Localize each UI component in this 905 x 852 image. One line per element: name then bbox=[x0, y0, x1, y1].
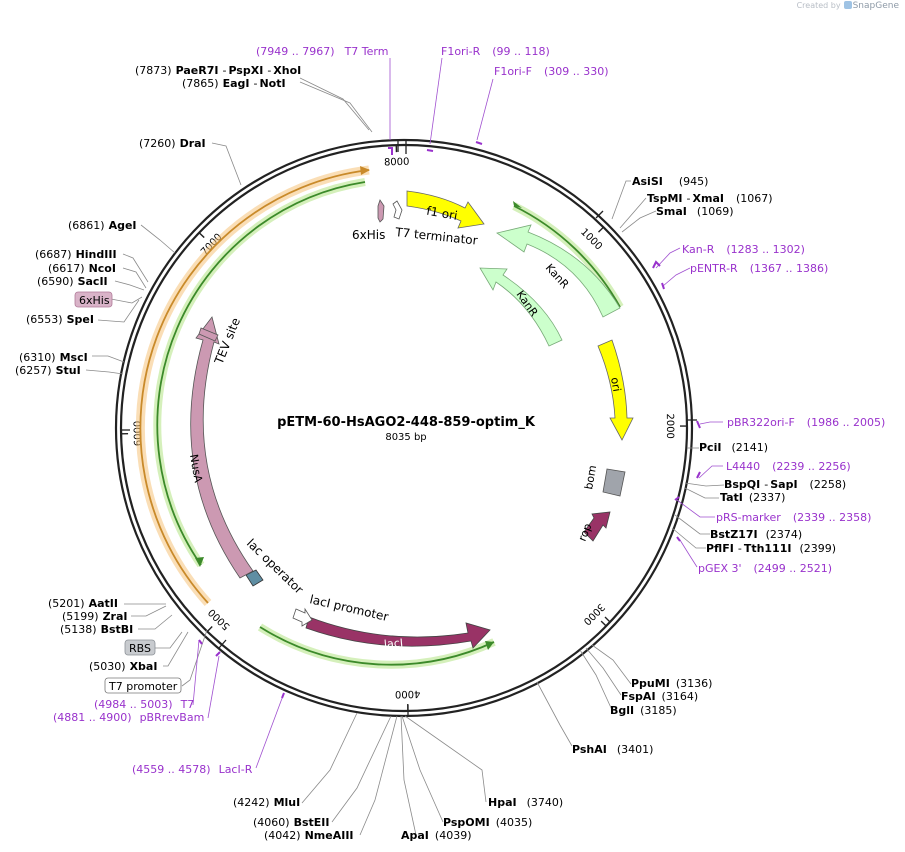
plasmid-length: 8035 bp bbox=[385, 432, 426, 443]
tick-mark bbox=[198, 232, 205, 239]
his-tag-box bbox=[74, 291, 113, 308]
tick-mark bbox=[597, 226, 604, 233]
lac-operator-label: lac operator bbox=[244, 536, 306, 597]
enzyme-label: (5138)BstBI bbox=[60, 623, 133, 636]
primer-label: (4559 .. 4578)LacI-R bbox=[132, 763, 253, 776]
map-center: pETM-60-HsAGO2-448-859-optim_K 8035 bp bbox=[277, 415, 536, 443]
t7-terminator-marker bbox=[392, 200, 403, 220]
enzyme-label: (6861)AgeI bbox=[68, 219, 137, 232]
enzyme-site-ticks bbox=[120, 140, 697, 716]
enzyme-label: (7260)DraI bbox=[139, 137, 206, 150]
enzyme-label: (4060)BstEII bbox=[253, 816, 329, 829]
primer-label: (7949 .. 7967)T7 Term bbox=[256, 45, 388, 58]
enzyme-label: (6553)SpeI bbox=[26, 313, 94, 326]
plasmid-backbone bbox=[114, 138, 694, 718]
enzyme-labels: (7873)PaeR7I-PspXI-XhoI (7865)EagI-NotI … bbox=[15, 64, 846, 842]
enzyme-label: PflFI-Tth111I(2399) bbox=[706, 542, 836, 555]
kanr-arrow-2 bbox=[479, 267, 563, 347]
primer-label: pBR322ori-F(1986 .. 2005) bbox=[727, 416, 885, 429]
enzyme-label: (5030)XbaI bbox=[89, 660, 157, 673]
enzyme-label: BglI(3185) bbox=[610, 704, 677, 717]
t7-promoter-box-label: T7 promoter bbox=[108, 680, 178, 693]
f1-ori-label: f1 ori bbox=[425, 204, 458, 223]
laci-promoter-label: lacI promoter bbox=[308, 592, 389, 624]
rbs-box bbox=[124, 639, 156, 656]
tick-label: 4000 bbox=[395, 688, 421, 699]
rbs-box-label: RBS bbox=[129, 642, 151, 655]
enzyme-label: ApaI(4039) bbox=[401, 829, 471, 842]
primer-label: F1ori-R(99 .. 118) bbox=[441, 45, 550, 58]
enzyme-label: PshAI(3401) bbox=[572, 743, 653, 756]
nusa-label: NusA bbox=[187, 453, 205, 484]
enzyme-label: (7873)PaeR7I-PspXI-XhoI bbox=[135, 64, 301, 77]
ori-label: ori bbox=[608, 376, 623, 392]
laci-promoter-arrow bbox=[292, 607, 313, 627]
primer-label: pRS-marker(2339 .. 2358) bbox=[716, 511, 871, 524]
primer-label: (4881 .. 4900)pBRrevBam bbox=[53, 711, 204, 724]
enzyme-label: BspQI-SapI(2258) bbox=[724, 478, 846, 491]
primer-label: Kan-R(1283 .. 1302) bbox=[682, 243, 805, 256]
snapgene-watermark: Created by SnapGene bbox=[797, 1, 899, 11]
enzyme-label: PciI(2141) bbox=[699, 441, 768, 454]
green-arrowhead-bottom bbox=[485, 641, 494, 650]
primer-labels: (7949 .. 7967)T7 Term F1ori-R(99 .. 118)… bbox=[53, 45, 885, 776]
enzyme-label: (4042)NmeAIII bbox=[264, 829, 354, 842]
enzyme-label: AsiSI(945) bbox=[632, 175, 708, 188]
green-arrowhead-left bbox=[195, 557, 204, 567]
t7-terminator-label: T7 terminator bbox=[394, 225, 479, 248]
primer-label: L4440(2239 .. 2256) bbox=[726, 460, 851, 473]
rop-arrow bbox=[583, 511, 611, 542]
orange-arrowhead bbox=[360, 166, 370, 175]
enzyme-label: (4242)MluI bbox=[233, 796, 300, 809]
tick-label: 8000 bbox=[384, 157, 410, 169]
primer-markers bbox=[198, 141, 701, 699]
plasmid-name: pETM-60-HsAGO2-448-859-optim_K bbox=[277, 415, 536, 430]
enzyme-label: SmaI(1069) bbox=[656, 205, 733, 218]
enzyme-label: TatI(2337) bbox=[720, 491, 785, 504]
enzyme-label: PspOMI(4035) bbox=[443, 816, 532, 829]
primer-label: pENTR-R(1367 .. 1386) bbox=[690, 262, 828, 275]
primer-label: F1ori-F(309 .. 330) bbox=[494, 65, 609, 78]
kanr-arrow-1 bbox=[496, 224, 621, 318]
enzyme-label: HpaI(3740) bbox=[488, 796, 563, 809]
tick-mark bbox=[600, 620, 607, 627]
enzyme-label: (6257)StuI bbox=[15, 364, 81, 377]
enzyme-label: (6617)NcoI bbox=[48, 262, 116, 275]
enzyme-label: PpuMI(3136) bbox=[631, 677, 712, 690]
enzyme-label: FspAI(3164) bbox=[621, 690, 698, 703]
boxed-labels: 6xHis RBS T7 promoter bbox=[74, 291, 182, 694]
laci-label: lacI bbox=[383, 636, 403, 651]
enzyme-label: (5201)AatII bbox=[48, 597, 118, 610]
f1-ori-arrow bbox=[406, 190, 485, 229]
enzyme-label: (6590)SacII bbox=[37, 275, 108, 288]
enzyme-label: (6687)HindIII bbox=[35, 248, 117, 261]
tick-mark bbox=[206, 625, 213, 632]
bom-label: bom bbox=[582, 464, 599, 490]
enzyme-label: (7865)EagI-NotI bbox=[182, 77, 286, 90]
laci-arrow bbox=[305, 616, 491, 649]
his-tag-marker bbox=[377, 199, 385, 223]
primer-label: pGEX 3'(2499 .. 2521) bbox=[698, 562, 832, 575]
leader-lines bbox=[85, 57, 725, 836]
enzyme-label: (5199)ZraI bbox=[62, 610, 128, 623]
nusa-arrow bbox=[190, 316, 254, 579]
tev-site-box bbox=[198, 327, 219, 342]
watermark-brand: SnapGene bbox=[852, 1, 899, 11]
his-tag-box-label: 6xHis bbox=[79, 294, 110, 307]
snapgene-logo-icon bbox=[843, 1, 852, 9]
watermark-prefix: Created by bbox=[796, 1, 841, 10]
enzyme-label: BstZ17I(2374) bbox=[710, 528, 802, 541]
primer-label: (4984 .. 5003)T7 bbox=[94, 698, 194, 711]
green-arrowhead-right bbox=[513, 201, 522, 208]
his-tag-label: 6xHis bbox=[352, 228, 385, 242]
enzyme-label: TspMI-XmaI(1067) bbox=[647, 192, 773, 205]
enzyme-label: (6310)MscI bbox=[19, 351, 88, 364]
tick-label: 2000 bbox=[664, 413, 675, 439]
t7-promoter-box bbox=[104, 677, 182, 694]
bom-box bbox=[602, 468, 626, 497]
rop-label: rop bbox=[576, 522, 595, 544]
lac-operator-box bbox=[245, 569, 264, 587]
ori-arrow bbox=[597, 339, 634, 441]
